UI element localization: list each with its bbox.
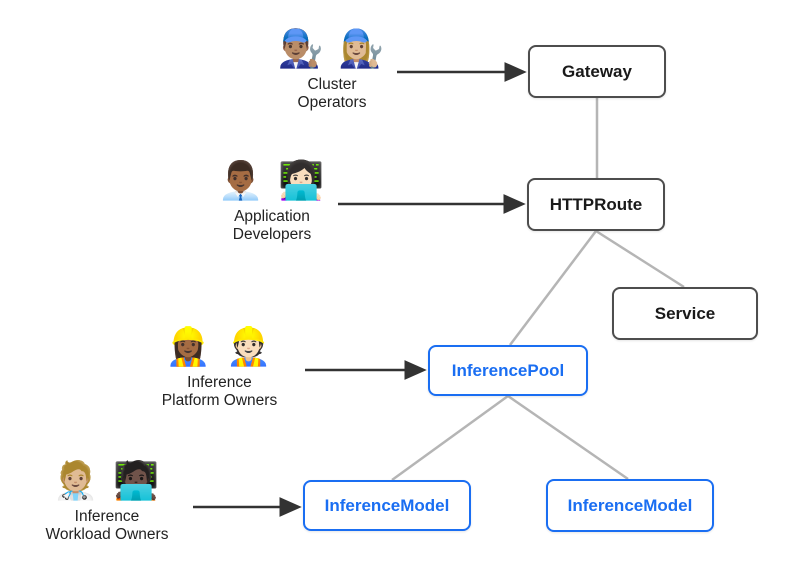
edge-httproute-service	[595, 229, 685, 289]
application-developers-emoji-icon: 👨🏾‍💼 👩🏻‍💻	[217, 160, 327, 201]
node-httproute: HTTPRoute	[527, 178, 665, 231]
actor-label: Inference Platform Owners	[161, 373, 278, 409]
node-inference-model-right: InferenceModel	[546, 479, 714, 532]
edge-inferencepool-inferencemodel-right	[507, 394, 629, 481]
actor-inference-workload-owners: 🧑🏼‍⚕️ 🧑🏿‍💻 Inference Workload Owners	[22, 460, 192, 544]
edge-httproute-inferencepool	[509, 230, 597, 346]
actor-label: Application Developers	[232, 207, 312, 243]
actor-cluster-operators: 👨🏽‍🔧 👩🏼‍🔧 Cluster Operators	[247, 28, 417, 112]
node-gateway: Gateway	[528, 45, 666, 98]
node-service: Service	[612, 287, 758, 340]
inference-workload-owners-emoji-icon: 🧑🏼‍⚕️ 🧑🏿‍💻	[52, 460, 162, 501]
edge-inferencepool-inferencemodel-left	[391, 394, 509, 482]
actor-label: Cluster Operators	[297, 75, 367, 111]
node-inference-pool: InferencePool	[428, 345, 588, 396]
actor-label: Inference Workload Owners	[45, 507, 169, 543]
node-inference-model-left: InferenceModel	[303, 480, 471, 531]
inference-platform-owners-emoji-icon: 👷🏾‍♀️ 👷🏻	[165, 326, 274, 367]
actor-inference-platform-owners: 👷🏾‍♀️ 👷🏻 Inference Platform Owners	[132, 326, 307, 410]
cluster-operators-emoji-icon: 👨🏽‍🔧 👩🏼‍🔧	[277, 28, 387, 69]
actor-application-developers: 👨🏾‍💼 👩🏻‍💻 Application Developers	[187, 160, 357, 244]
